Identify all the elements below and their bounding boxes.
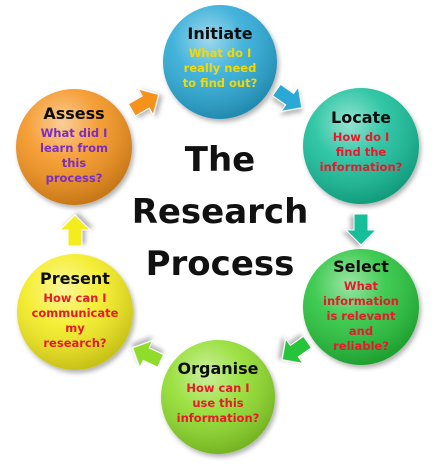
stage-question-line: my — [65, 321, 85, 335]
stage-question-line: use this — [192, 396, 244, 410]
stage-question-line: this — [61, 156, 87, 170]
stage-title-organise: Organise — [177, 359, 259, 378]
stage-title-assess: Assess — [43, 104, 105, 123]
stage-gloss-assess — [16, 89, 132, 205]
center-title-line-2: Research — [131, 192, 309, 232]
stage-question-line: is relevant — [326, 309, 396, 323]
arrow-present-to-assess — [58, 214, 92, 247]
stage-title-present: Present — [40, 269, 110, 288]
arrow-locate-to-select — [344, 213, 378, 246]
stage-question-line: find the — [335, 145, 387, 159]
stage-question-line: How do I — [332, 130, 390, 144]
center-title-line-3: Process — [145, 244, 295, 284]
stage-gloss-organise — [161, 340, 275, 454]
stage-question-line: communicate — [31, 306, 119, 320]
stage-question-line: learn from — [40, 141, 108, 155]
stage-gloss-select — [303, 249, 419, 365]
stage-question-line: How can I — [186, 381, 250, 395]
stage-question-line: information? — [176, 411, 260, 425]
stage-question-line: What do I — [188, 46, 252, 60]
stage-question-line: information — [323, 294, 399, 308]
stage-title-initiate: Initiate — [187, 24, 253, 43]
stage-question-line: research? — [43, 336, 107, 350]
stage-question-line: reliable? — [333, 339, 389, 353]
stage-question-line: How can I — [43, 291, 107, 305]
stage-question-line: really need — [183, 61, 257, 75]
stage-title-select: Select — [333, 257, 389, 276]
stage-gloss-present — [17, 254, 133, 370]
arrow-initiate-to-locate — [271, 83, 303, 113]
arrow-organise-to-present — [131, 339, 165, 370]
center-title-line-1: The — [184, 140, 256, 180]
stage-question-line: What — [343, 279, 379, 293]
stage-question-line: process? — [45, 171, 103, 185]
arrow-select-to-organise — [281, 335, 313, 365]
arrow-assess-to-initiate — [127, 88, 160, 117]
stage-question-line: What did I — [40, 126, 108, 140]
stage-question-line: information? — [319, 160, 403, 174]
stage-gloss-locate — [303, 88, 419, 204]
stage-question-line: and — [348, 324, 374, 338]
stage-title-locate: Locate — [331, 108, 391, 127]
stage-gloss-initiate — [163, 5, 277, 119]
stage-question-line: to find out? — [182, 76, 258, 90]
